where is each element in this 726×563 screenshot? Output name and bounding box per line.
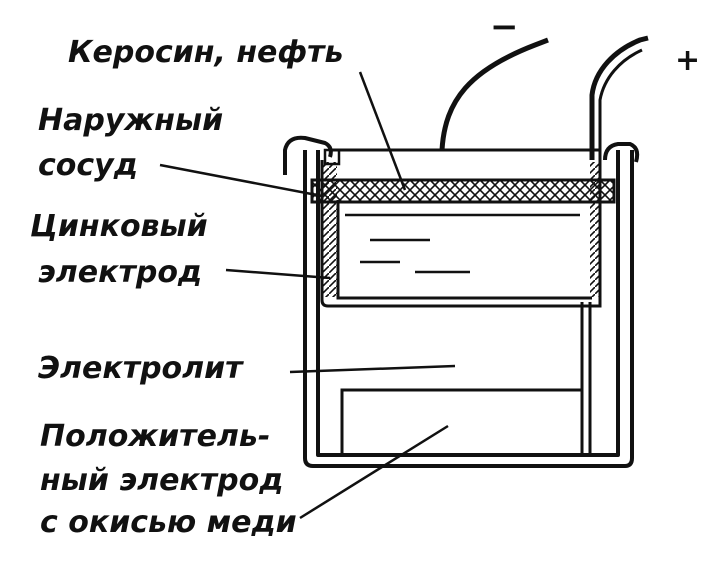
label-positive-1: Положитель- xyxy=(40,419,270,454)
label-zinc-1: Цинковый xyxy=(30,209,208,244)
label-positive-2: ный электрод xyxy=(40,463,284,498)
label-kerosene: Керосин, нефть xyxy=(68,35,344,70)
negative-sign: − xyxy=(490,7,519,47)
label-outer-vessel-1: Наружный xyxy=(38,103,223,138)
label-electrolyte: Электролит xyxy=(38,351,244,386)
positive-sign: + xyxy=(675,43,700,78)
leader-lines xyxy=(159,71,456,520)
positive-electrode-plate xyxy=(340,388,584,457)
label-outer-vessel-2: сосуд xyxy=(38,148,138,183)
positive-wire xyxy=(589,35,649,160)
kerosene-layer xyxy=(310,178,616,204)
label-zinc-2: электрод xyxy=(38,255,202,290)
negative-wire xyxy=(439,37,549,151)
label-positive-3: с окисью меди xyxy=(40,505,297,540)
zinc-electrode xyxy=(320,148,602,308)
liquid-lines xyxy=(345,213,580,274)
